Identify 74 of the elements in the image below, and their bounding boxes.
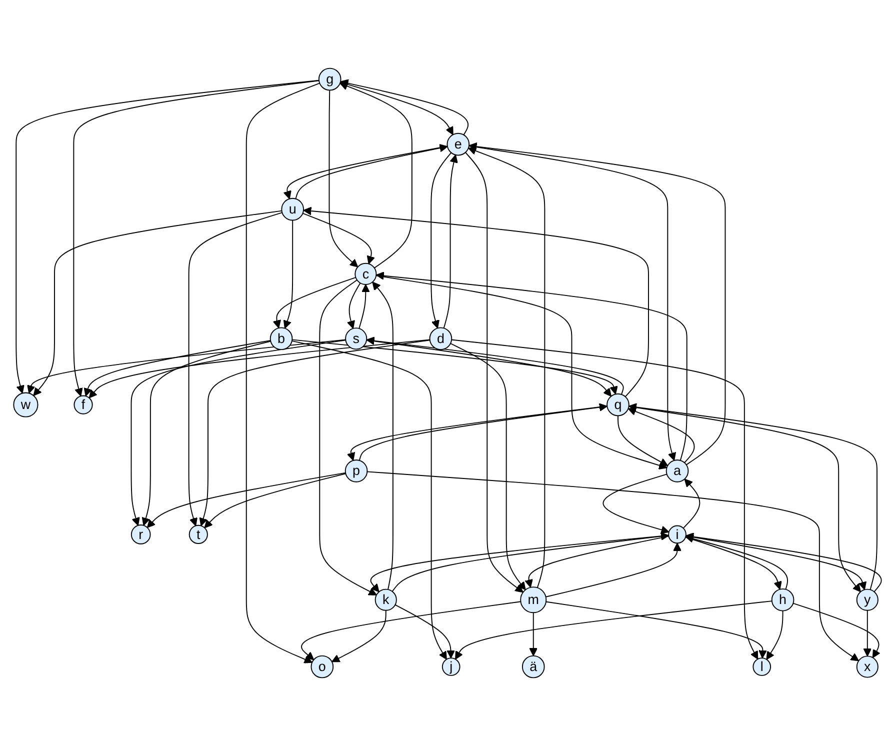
arrow [84,340,271,396]
node-circle: o [310,655,334,678]
arrow [88,339,430,398]
node-circle: h [771,588,794,612]
node-circle: m [520,586,547,614]
arrow [430,152,452,329]
arrow [272,276,356,328]
node-circle: t [188,524,208,544]
node-circle: a [666,460,689,482]
arrow [130,340,346,526]
arrow [332,610,386,662]
arrow [546,601,767,658]
arrow [16,80,320,394]
node-circle: i [668,525,686,544]
arrow [204,473,346,528]
node-circle: x [856,656,878,678]
arrow [394,604,456,658]
arrow [450,343,526,590]
arrow [628,407,695,464]
node-circle: b [270,327,293,350]
arrow [303,206,649,398]
arrow [340,82,412,268]
node-circle: j [442,658,460,676]
arrow [328,90,358,268]
arrow [464,152,524,593]
node-circle: k [374,588,397,611]
arrow [618,415,668,466]
arrow [292,339,618,395]
node-circle: d [429,327,452,350]
arrow [524,536,670,588]
arrow [340,79,469,136]
arrow [468,145,676,461]
node-circle: y [856,588,878,611]
arrow [346,282,361,329]
arrow [27,339,346,394]
arrow [451,339,758,660]
node-circle: u [281,198,304,221]
node-circle: c [354,262,377,285]
arrow [319,280,377,596]
arrow [455,600,772,660]
node-circle: e [446,132,470,156]
arrow [766,610,784,660]
arrow [199,340,430,526]
node-circle: p [344,460,368,482]
arrow [73,80,320,396]
arrow [142,340,272,526]
arrow [146,472,346,528]
node-circle: g [318,68,342,91]
arrow [366,471,860,662]
arrow [188,212,283,526]
node-circle: s [345,328,368,350]
node-circle: f [74,395,93,414]
arrow [529,612,538,656]
node-circle: w [13,392,38,418]
arrow [682,478,700,529]
node-circle: q [606,393,630,416]
arrow [358,284,370,329]
arrow [468,142,726,466]
arrow [602,474,670,534]
arrow [792,602,880,658]
arrow [468,146,546,588]
arrow [372,282,394,590]
arrow [443,154,458,329]
node-circle: r [130,524,151,544]
node-circle: ä [522,655,545,678]
arrow [291,340,447,660]
arrow [33,210,282,396]
node-circle: l [752,658,772,676]
arrow [302,212,375,264]
arrow [246,82,320,664]
arrow [545,542,682,598]
arrow [283,220,294,329]
arrow [863,610,872,657]
arrow [301,601,522,660]
